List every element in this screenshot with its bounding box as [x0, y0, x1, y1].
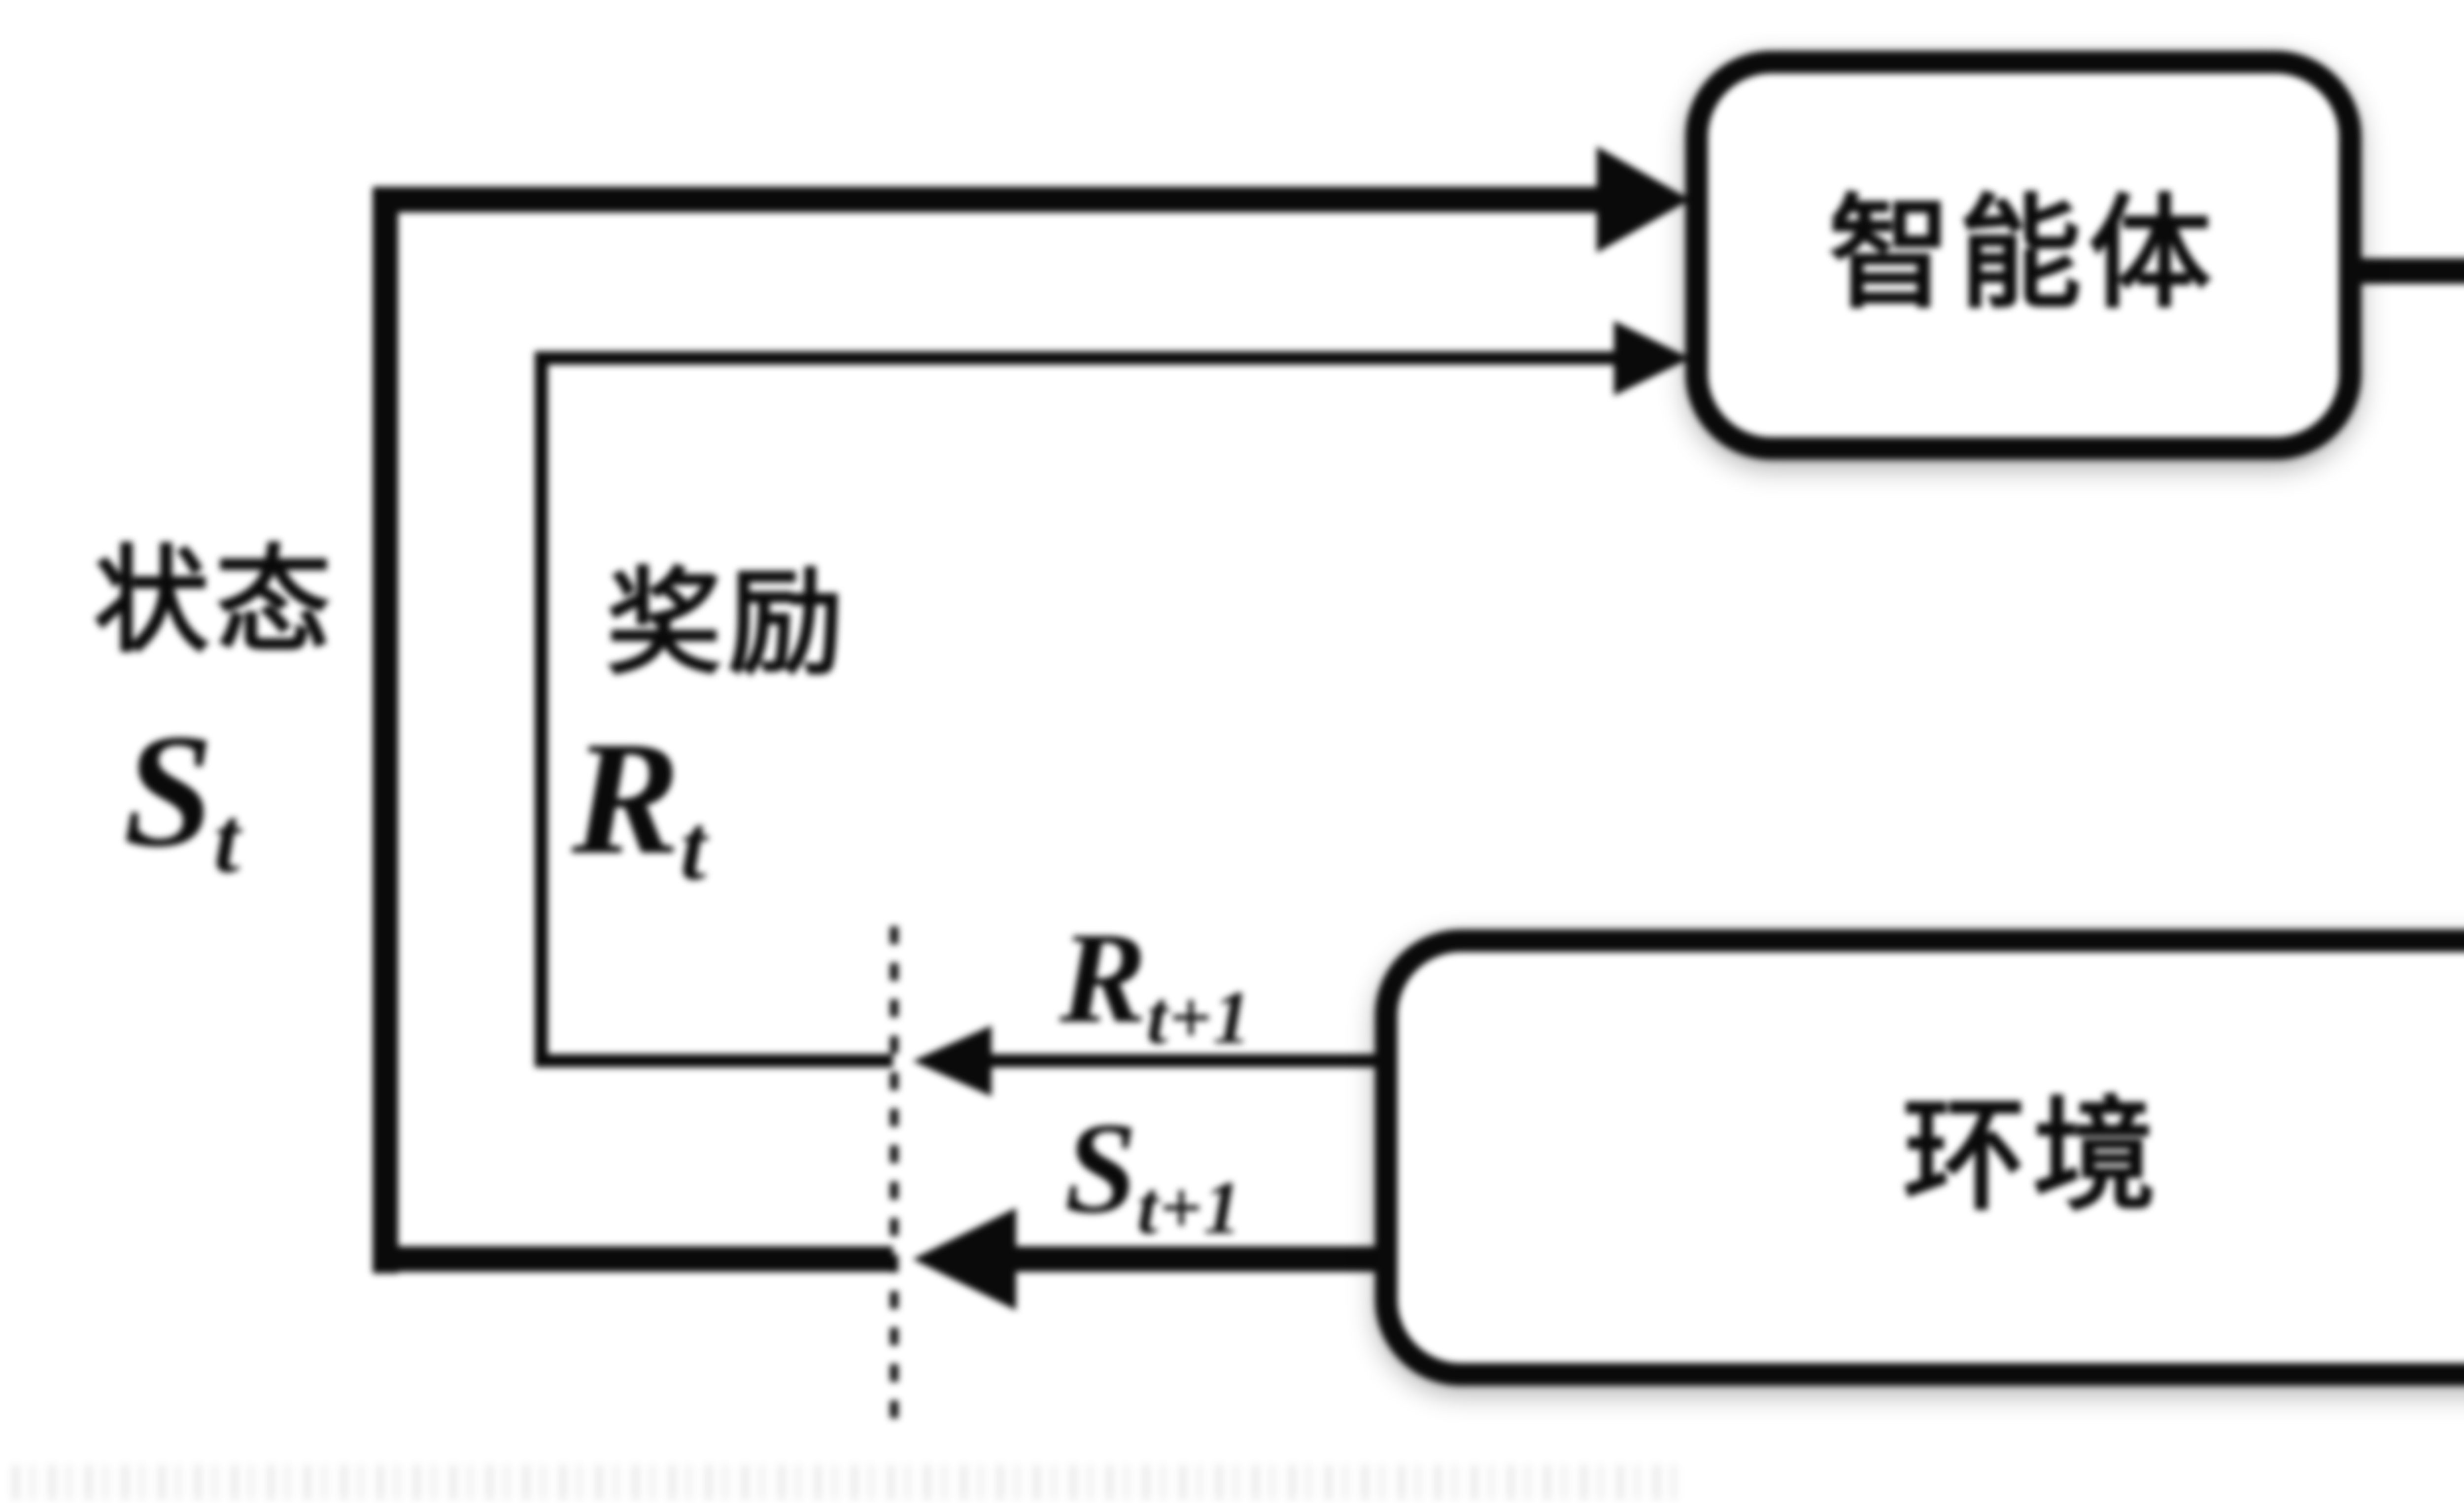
next-state-arrowhead-icon [913, 1208, 1016, 1310]
reward-line-bottom-left [535, 1054, 893, 1067]
next-reward-arrowhead-icon [913, 1025, 992, 1096]
reward-line-top [535, 351, 1616, 365]
next-reward-base: R [1060, 906, 1147, 1050]
next-state-line [1010, 1246, 1386, 1272]
next-reward-line [988, 1054, 1386, 1067]
next-reward-label: Rt+1 [1060, 913, 1252, 1056]
reward-arrowhead-icon [1614, 321, 1690, 396]
state-caption: 状态 [94, 538, 337, 666]
action-line-top [2356, 258, 2464, 284]
time-step-dashed-line [890, 926, 898, 1419]
reward-symbol-sub: t [680, 795, 708, 900]
state-line-top [373, 187, 1600, 212]
environment-label: 环境 [1903, 1089, 2163, 1226]
next-reward-sub: t+1 [1146, 976, 1252, 1060]
next-state-sub: t+1 [1137, 1166, 1242, 1250]
state-line-bottom-left [373, 1246, 893, 1272]
state-symbol: St [123, 710, 241, 888]
reward-symbol: Rt [572, 717, 707, 895]
environment-box: 环境 [1375, 929, 2464, 1386]
reward-line-vertical [535, 351, 548, 1067]
reward-caption: 奖励 [606, 560, 850, 688]
reward-symbol-base: R [572, 708, 681, 888]
next-state-base: S [1064, 1096, 1137, 1240]
agent-box: 智能体 [1685, 51, 2361, 460]
state-line-vertical [373, 187, 398, 1273]
agent-label: 智能体 [1828, 187, 2219, 323]
next-state-label: St+1 [1064, 1103, 1242, 1246]
state-symbol-sub: t [213, 787, 241, 892]
state-arrowhead-icon [1597, 146, 1690, 253]
cropped-caption-remnant [12, 1465, 1688, 1500]
state-symbol-base: S [123, 701, 214, 881]
